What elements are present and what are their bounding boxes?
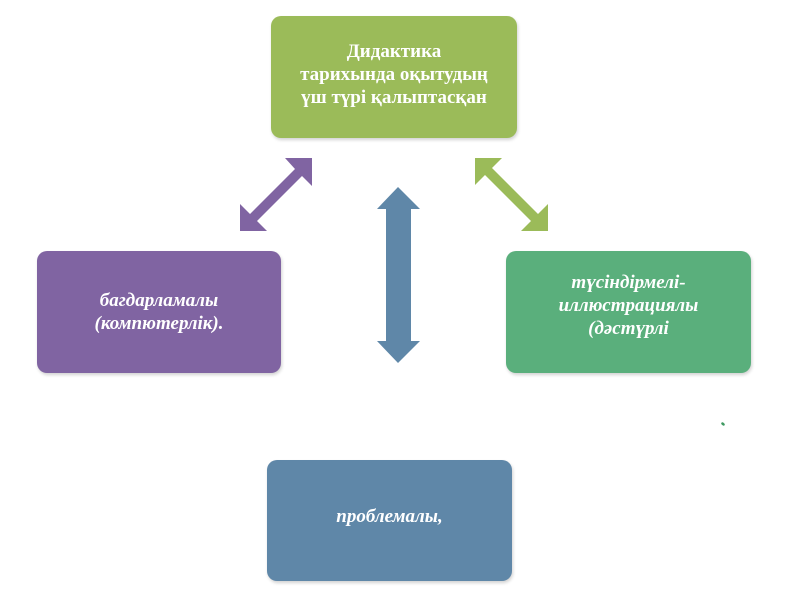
double-arrow-center-to-programmed (240, 158, 312, 231)
node-explanatory-label: түсіндірмелі- иллюстрациялы (дәстүрлі (558, 271, 699, 339)
stray-mark (721, 422, 725, 426)
center-node-label: Дидактика тарихында оқытудың үш түрі қал… (300, 40, 488, 108)
node-problem: проблемалы, (267, 460, 512, 581)
node-explanatory-illustrative: түсіндірмелі- иллюстрациялы (дәстүрлі (506, 251, 751, 373)
node-problem-label: проблемалы, (336, 506, 443, 527)
node-programmed: багдарламалы (компютерлік). (37, 251, 281, 373)
center-node: Дидактика тарихында оқытудың үш түрі қал… (271, 16, 517, 138)
double-arrow-center-to-problem (377, 187, 420, 363)
node-programmed-label: багдарламалы (компютерлік). (94, 290, 224, 334)
double-arrow-center-to-explanatory (475, 158, 548, 231)
